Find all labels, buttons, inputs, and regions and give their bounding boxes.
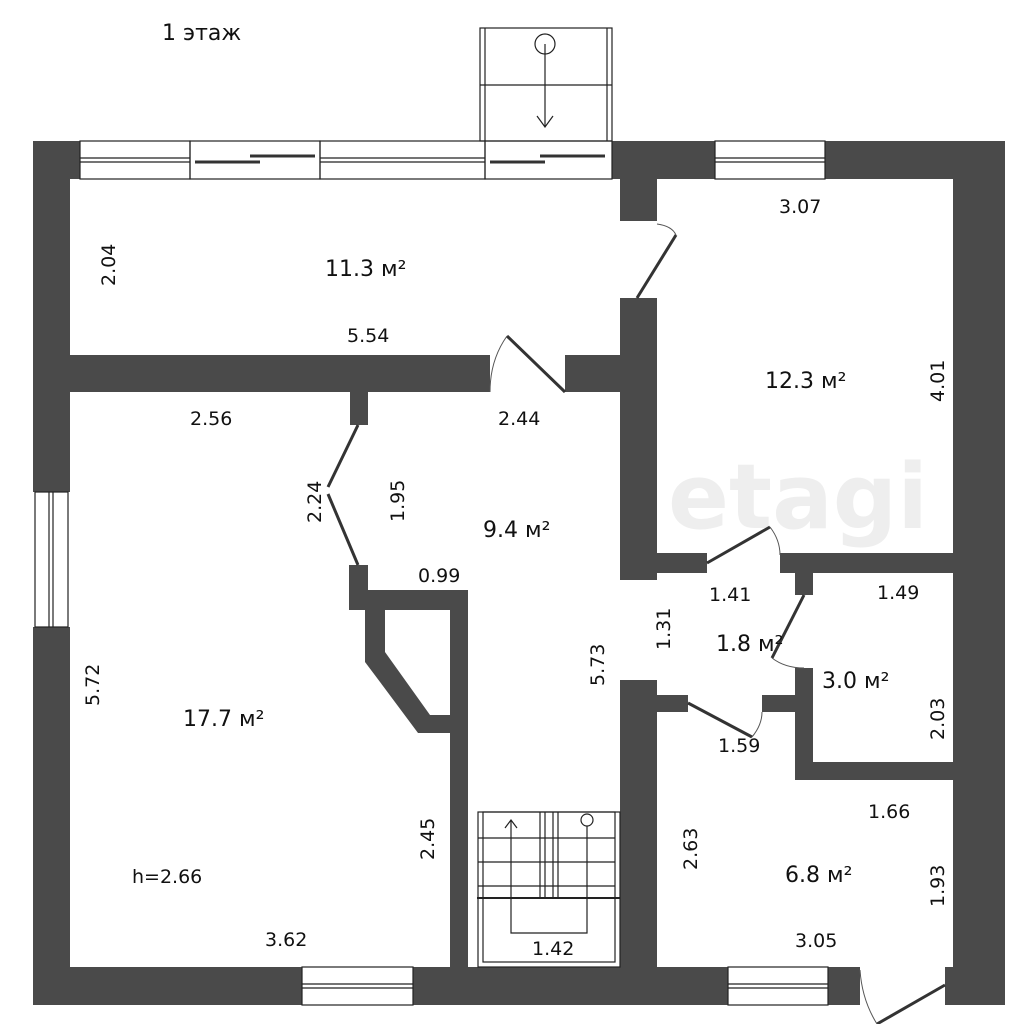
dimension-label: 2.03	[927, 698, 949, 740]
floor-title: 1 этаж	[162, 21, 241, 46]
dimension-label: 5.72	[82, 664, 104, 706]
room-area: 6.8 м²	[785, 863, 852, 888]
dimension-label: 2.63	[680, 828, 702, 870]
room-area: 17.7 м²	[183, 707, 264, 732]
room-area: 12.3 м²	[765, 369, 846, 394]
staircase	[477, 811, 621, 968]
dimension-label: 2.24	[304, 481, 326, 523]
stairs-dimension: 1.42	[532, 938, 574, 960]
dimension-label: 2.45	[417, 818, 439, 860]
dimension-label: 1.41	[709, 584, 751, 606]
watermark: etagi	[668, 445, 928, 550]
stairs-up-arrow-icon	[504, 819, 518, 829]
entrance-porch	[479, 27, 613, 142]
room-area: 1.8 м²	[716, 632, 783, 657]
dimension-label: 1.66	[868, 801, 910, 823]
dimension-label: 3.05	[795, 930, 837, 952]
dimension-label: 1.95	[387, 480, 409, 522]
windows	[34, 140, 829, 1006]
dimension-label: 1.59	[718, 735, 760, 757]
dimension-label: 5.54	[347, 325, 389, 347]
doors	[326, 223, 946, 1024]
outer-walls	[33, 141, 1005, 1005]
dimension-label: 1.31	[653, 608, 675, 650]
dimension-label: 2.04	[98, 244, 120, 286]
ceiling-height: h=2.66	[132, 866, 202, 888]
dimension-label: 2.44	[498, 408, 540, 430]
dimension-label: 1.93	[927, 865, 949, 907]
dimension-label: 3.07	[779, 196, 821, 218]
dimension-label: 0.99	[418, 565, 460, 587]
dimension-label: 4.01	[927, 360, 949, 402]
room-area: 11.3 м²	[325, 257, 406, 282]
dimension-label: 1.49	[877, 582, 919, 604]
room-area: 3.0 м²	[822, 669, 889, 694]
dimension-label: 5.73	[587, 644, 609, 686]
dimension-label: 2.56	[190, 408, 232, 430]
room-area: 9.4 м²	[483, 518, 550, 543]
interior-walls	[70, 141, 955, 967]
dimension-label: 3.62	[265, 929, 307, 951]
